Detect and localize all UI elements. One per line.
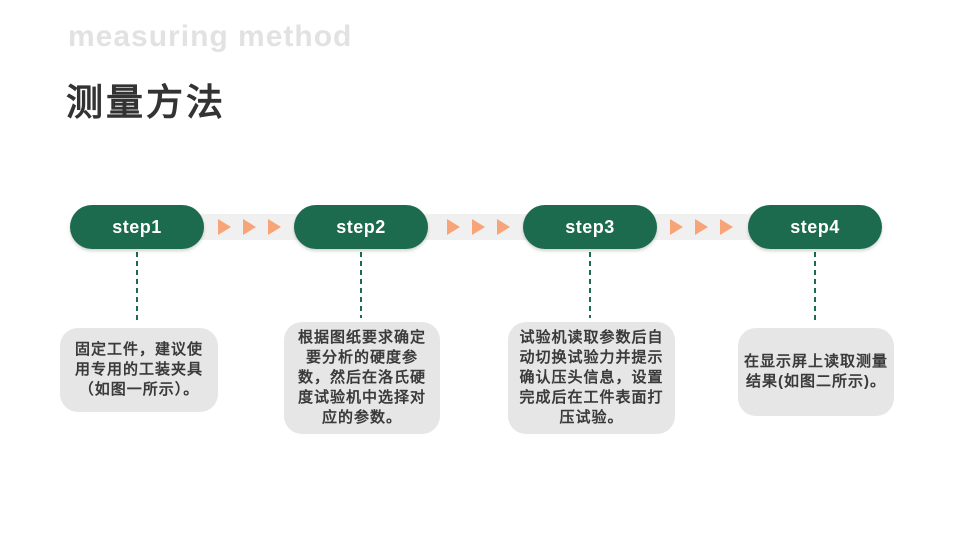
step-description-1: 固定工件，建议使 用专用的工装夹具 （如图一所示）。 <box>60 328 218 412</box>
triangle-right-icon <box>218 219 231 235</box>
slide-subtitle-english: measuring method <box>68 20 353 53</box>
triangle-right-icon <box>447 219 460 235</box>
dashed-connector-1 <box>136 252 138 324</box>
triangle-right-icon <box>243 219 256 235</box>
step-description-4: 在显示屏上读取测量 结果(如图二所示)。 <box>738 328 894 416</box>
step-description-3: 试验机读取参数后自 动切换试验力并提示 确认压头信息，设置 完成后在工件表面打 … <box>508 322 675 434</box>
dashed-connector-3 <box>589 252 591 318</box>
arrow-group-1 <box>218 219 282 236</box>
arrow-group-3 <box>670 219 734 236</box>
dashed-connector-4 <box>814 252 816 324</box>
step-pill-label: step1 <box>112 216 162 237</box>
step-pill-3: step3 <box>523 205 657 249</box>
step-pill-4: step4 <box>748 205 882 249</box>
step-pill-label: step2 <box>336 216 386 237</box>
step-pill-2: step2 <box>294 205 428 249</box>
step-pill-label: step4 <box>790 216 840 237</box>
triangle-right-icon <box>472 219 485 235</box>
arrow-group-2 <box>447 219 511 236</box>
dashed-connector-2 <box>360 252 362 318</box>
step-description-2: 根据图纸要求确定 要分析的硬度参 数，然后在洛氏硬 度试验机中选择对 应的参数。 <box>284 322 440 434</box>
step-pill-1: step1 <box>70 205 204 249</box>
triangle-right-icon <box>268 219 281 235</box>
slide-title: 测量方法 <box>66 82 226 123</box>
triangle-right-icon <box>670 219 683 235</box>
step-pill-label: step3 <box>565 216 615 237</box>
triangle-right-icon <box>695 219 708 235</box>
triangle-right-icon <box>497 219 510 235</box>
triangle-right-icon <box>720 219 733 235</box>
